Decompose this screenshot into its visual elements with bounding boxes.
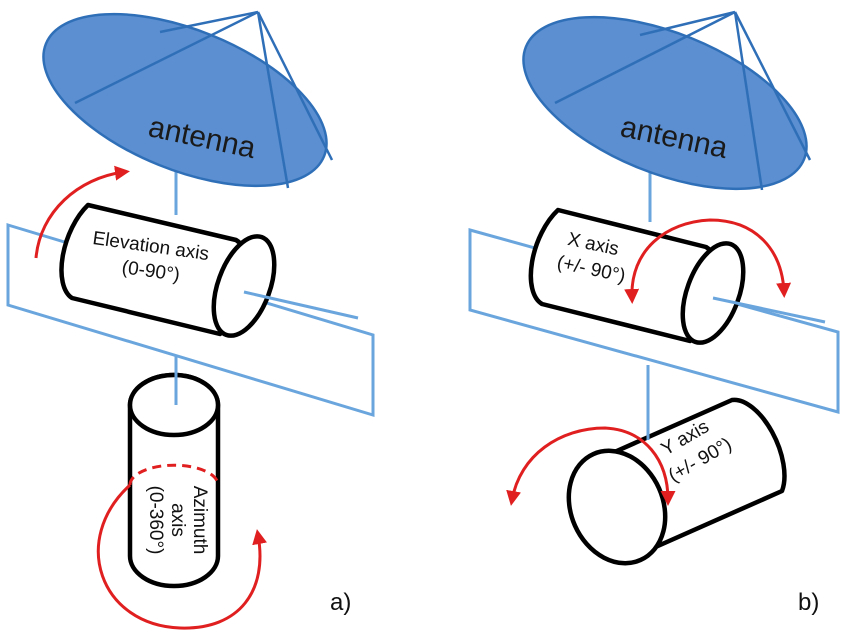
panel-b: antenna X axis (+/- 90°) Y axis (+/- 90°…: [468, 10, 840, 616]
azimuth-axis-label-line3: (0-360°): [145, 486, 166, 555]
elevation-cylinder: Elevation axis (0-90°): [59, 202, 359, 338]
panel-a: antenna Elevation axis (0-90°) Azimuth a…: [6, 10, 375, 630]
y-axis-cylinder: Y axis (+/- 90°): [566, 365, 787, 566]
azimuth-axis-label-line2: axis: [167, 503, 188, 537]
azimuth-axis-label-line1: Azimuth: [189, 486, 210, 555]
panel-label-a: a): [330, 589, 351, 616]
elevation-rotation-arrow: [34, 165, 130, 259]
x-axis-rotation-arrow: [624, 218, 792, 304]
antenna-dish-a: antenna: [42, 10, 334, 189]
panel-label-b: b): [798, 589, 819, 616]
antenna-dish-b: antenna: [522, 10, 812, 191]
x-axis-cylinder: X axis (+/- 90°): [528, 207, 826, 345]
azimuth-rotation-arrow: [96, 463, 267, 630]
azimuth-cylinder: Azimuth axis (0-360°): [127, 355, 221, 589]
y-axis-rotation-arrow: [506, 426, 676, 506]
